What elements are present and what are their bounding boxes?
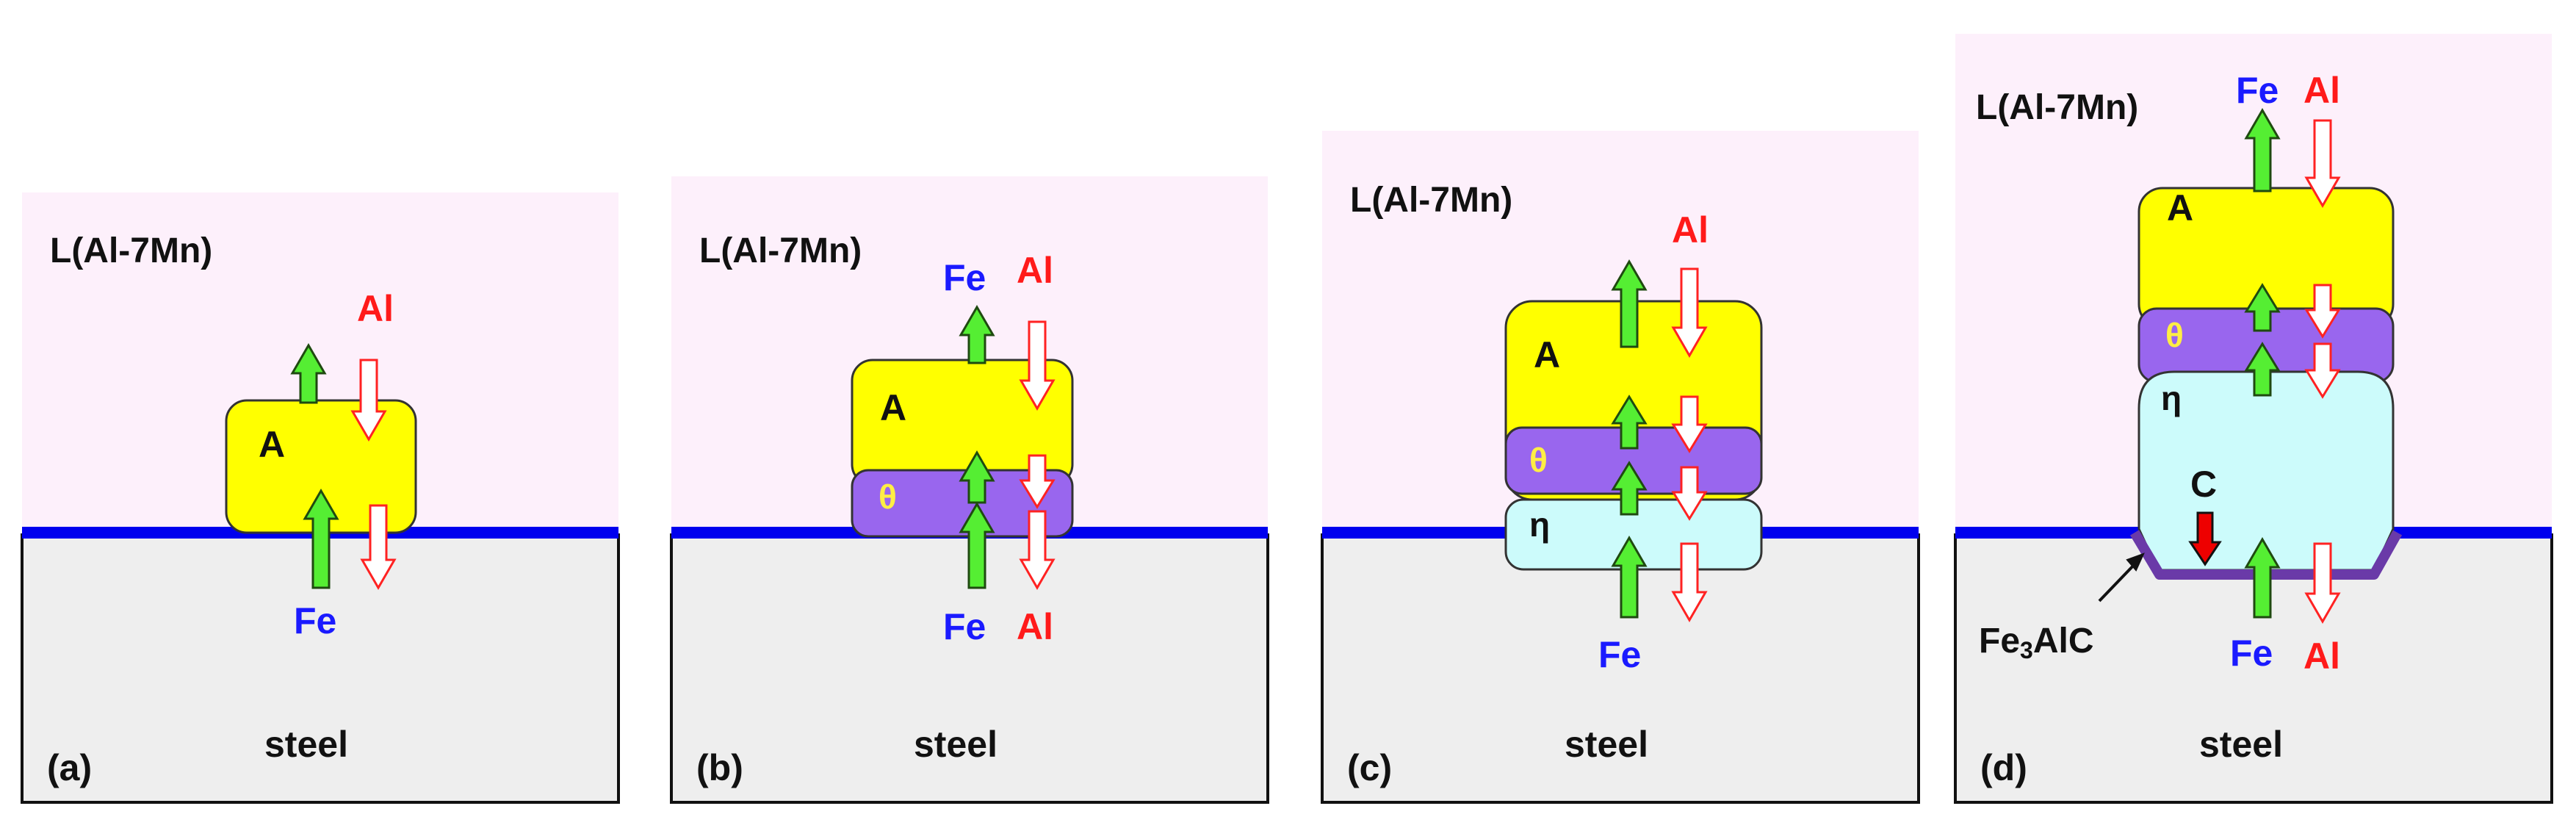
al-down-arrow-top <box>1671 267 1708 358</box>
fe3alc-label: Fe3AlC <box>1979 622 2093 663</box>
phase-A-label: A <box>880 387 906 428</box>
al-down-arrow-theta <box>2304 284 2341 339</box>
phase-theta-layer <box>851 469 1074 538</box>
fe-up-arrow-top <box>290 343 327 404</box>
fe-up-arrow-bottom <box>959 502 995 589</box>
al-down-arrow-eta <box>2304 342 2341 399</box>
fe3alc-pointer-arrowhead <box>2126 553 2145 572</box>
panel-b: L(Al-7Mn) A θ Fe Al Fe Al (b) steel <box>670 176 1269 804</box>
al-down-arrow-eta <box>1671 466 1708 521</box>
phase-theta-label: θ <box>878 478 897 516</box>
liquid-label: L(Al-7Mn) <box>1350 181 1512 220</box>
phase-A-label: A <box>2167 187 2193 228</box>
al-down-arrow-bottom <box>1671 542 1708 622</box>
fe-up-arrow-theta <box>2244 283 2281 332</box>
fe-up-arrow-top <box>2244 108 2281 192</box>
panel-label: (a) <box>47 747 92 788</box>
panel-label: (b) <box>696 747 743 788</box>
fe-up-arrow-eta <box>2244 342 2281 397</box>
fe3alc-label-tail: AlC <box>2033 622 2094 661</box>
fe-up-arrow-top <box>959 305 995 364</box>
al-down-arrow-bottom <box>2304 542 2341 624</box>
panel-c: L(Al-7Mn) A θ η Al Fe (c) steel <box>1321 131 1920 804</box>
phase-eta-label: η <box>1529 505 1550 544</box>
carbon-label: C <box>2190 464 2217 505</box>
panel-d: L(Al-7Mn) A θ η C Fe Al Fe Al Fe3AlC (d)… <box>1954 34 2553 804</box>
steel-label: steel <box>264 724 348 765</box>
phase-theta-label: θ <box>2165 316 2184 354</box>
fe-up-arrow-eta <box>1611 461 1648 516</box>
phase-A-label: A <box>259 424 285 465</box>
fe3alc-pointer-line <box>2098 561 2137 602</box>
al-flux-label-bottom: Al <box>2303 636 2340 677</box>
steel-label: steel <box>1565 724 1648 765</box>
al-flux-label-bottom: Al <box>1017 606 1053 647</box>
liquid-label: L(Al-7Mn) <box>1976 88 2138 127</box>
al-flux-label-top: Al <box>357 288 394 329</box>
fe-up-arrow-theta <box>1611 395 1648 450</box>
steel-label: steel <box>914 724 997 765</box>
fe-flux-label-top: Fe <box>943 257 986 298</box>
al-down-arrow-top <box>1019 320 1056 411</box>
panel-label: (c) <box>1347 747 1392 788</box>
fe-flux-label-top: Fe <box>2236 70 2279 111</box>
fe-up-arrow-bottom <box>2244 537 2281 619</box>
fe3alc-label-subscript: 3 <box>2020 637 2033 663</box>
al-down-arrow-middle <box>1019 454 1056 509</box>
al-down-arrow-top <box>350 359 387 442</box>
panel-label: (d) <box>1980 747 2027 788</box>
al-down-arrow-bottom <box>1019 510 1056 590</box>
fe-flux-label-bottom: Fe <box>943 606 986 647</box>
al-down-arrow-top <box>2304 119 2341 208</box>
steel-label: steel <box>2199 724 2283 765</box>
liquid-label: L(Al-7Mn) <box>699 231 862 270</box>
phase-theta-label: θ <box>1529 441 1548 479</box>
fe3alc-label-fe: Fe <box>1979 622 2020 661</box>
al-down-arrow-theta <box>1671 395 1708 453</box>
al-flux-label-top: Al <box>2303 70 2340 111</box>
al-down-arrow-bottom <box>360 504 397 590</box>
phase-A-label: A <box>1534 334 1560 375</box>
fe-flux-label-bottom: Fe <box>2230 633 2273 674</box>
fe-flux-label-bottom: Fe <box>294 600 336 641</box>
liquid-label: L(Al-7Mn) <box>50 231 212 270</box>
panel-a: L(Al-7Mn) A Al Fe (a) steel <box>21 192 620 804</box>
fe-flux-label-bottom: Fe <box>1598 634 1641 675</box>
al-flux-label-top: Al <box>1017 250 1053 291</box>
fe-up-arrow-top <box>1611 259 1648 348</box>
fe-up-arrow-bottom <box>303 489 339 589</box>
fe-up-arrow-bottom <box>1611 536 1648 619</box>
carbon-down-arrow <box>2188 511 2222 566</box>
al-flux-label-top: Al <box>1672 209 1709 251</box>
phase-eta-label: η <box>2161 379 2182 417</box>
